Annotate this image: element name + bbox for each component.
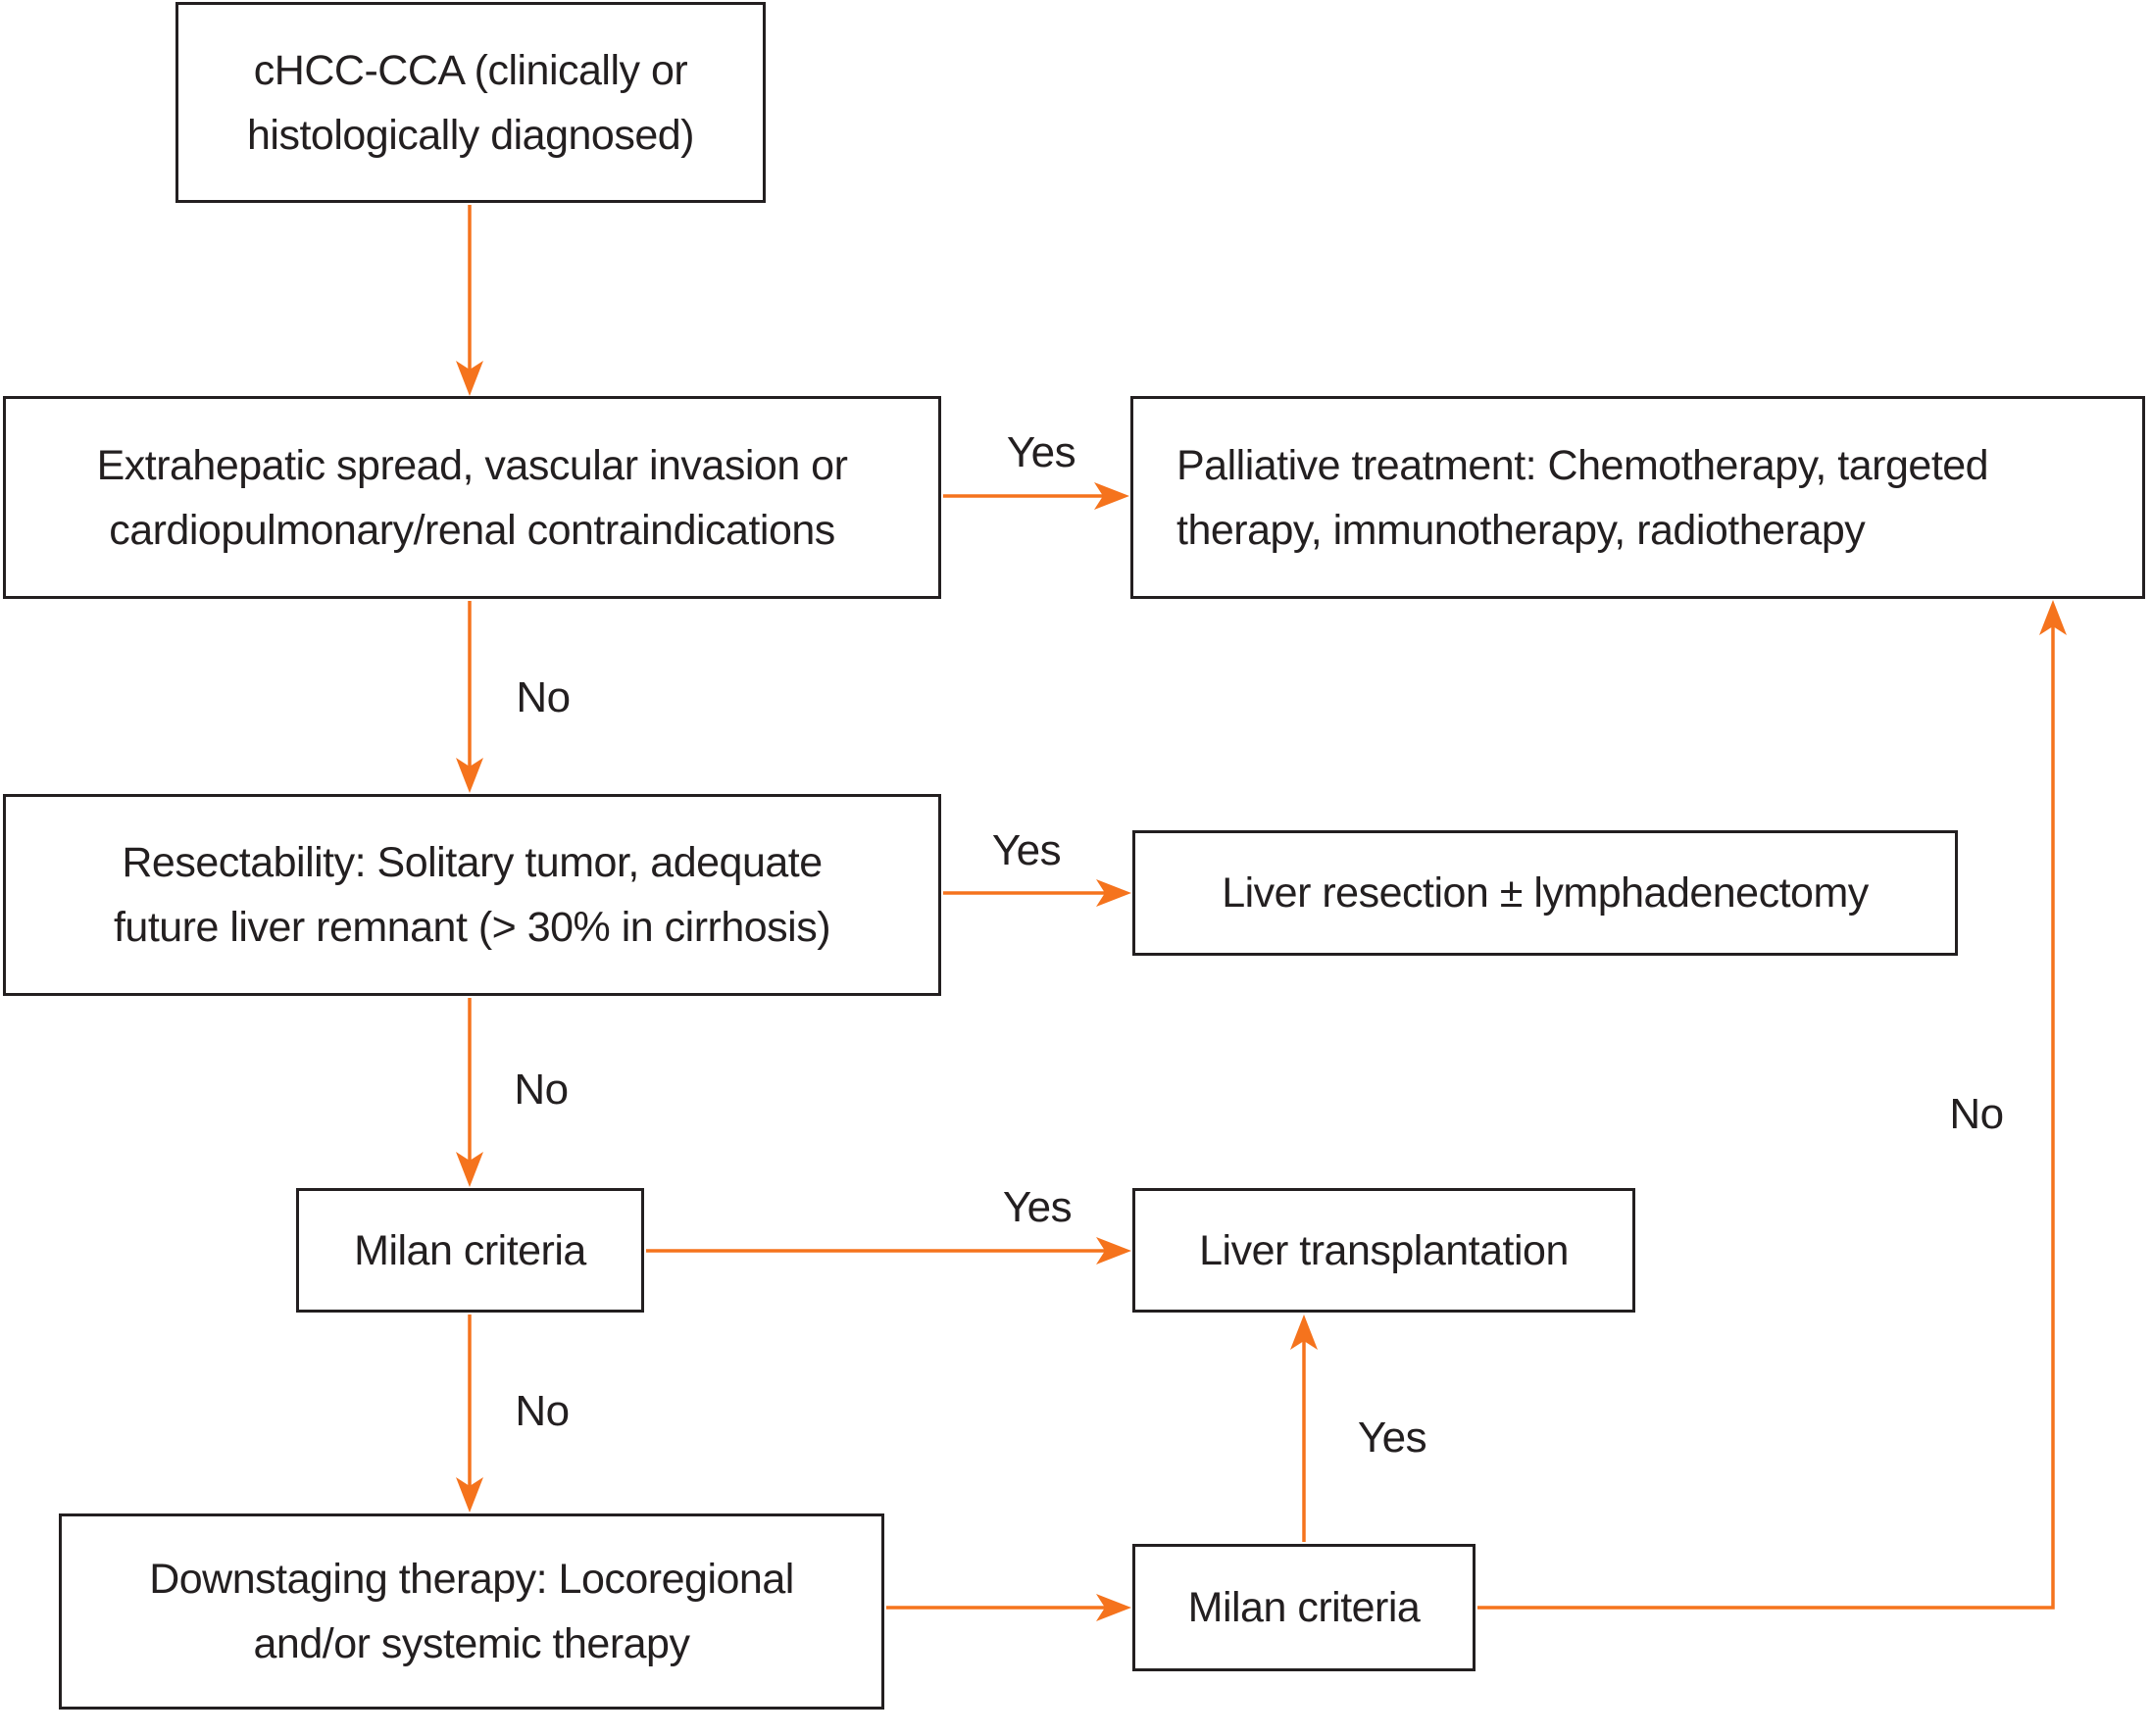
node-text-line: and/or systemic therapy (253, 1620, 690, 1667)
node-text-line: Milan criteria (354, 1226, 586, 1274)
node-resectability: Resectability: Solitary tumor, adequate … (3, 794, 941, 996)
edge-label-yes: Yes (1002, 1183, 1073, 1231)
edge-label-no: No (515, 1387, 570, 1435)
edge-label-yes: Yes (1006, 428, 1076, 476)
node-text-line: Liver resection ± lymphadenectomy (1222, 869, 1869, 917)
node-text-line: cardiopulmonary/renal contraindications (109, 506, 835, 554)
node-text-line: Palliative treatment: Chemotherapy, targ… (1176, 441, 1989, 489)
edge-label-yes: Yes (991, 826, 1062, 874)
node-liver-resection: Liver resection ± lymphadenectomy (1132, 830, 1958, 956)
node-text-line: Milan criteria (1187, 1584, 1421, 1631)
node-contraindications: Extrahepatic spread, vascular invasion o… (3, 396, 941, 599)
arrow-milan-lower-to-palliative (1477, 600, 2067, 1610)
edge-label-no: No (516, 673, 571, 721)
node-downstaging-therapy: Downstaging therapy: Locoregional and/or… (59, 1513, 884, 1710)
node-milan-criteria-lower: Milan criteria (1132, 1544, 1476, 1671)
edge-label-no: No (514, 1066, 569, 1114)
node-diagnosis: cHCC-CCA (clinically or histologically d… (175, 2, 766, 203)
node-text-line: future liver remnant (> 30% in cirrhosis… (113, 904, 831, 951)
node-text-line: cHCC-CCA (clinically or (253, 46, 688, 94)
node-text-line: Downstaging therapy: Locoregional (149, 1556, 794, 1603)
node-palliative-treatment: Palliative treatment: Chemotherapy, targ… (1130, 396, 2145, 599)
edge-label-yes: Yes (1357, 1414, 1427, 1462)
node-text-line: histologically diagnosed) (246, 111, 695, 159)
node-text-line: Liver transplantation (1199, 1226, 1569, 1274)
node-milan-criteria-upper: Milan criteria (296, 1188, 644, 1313)
edge-label-no: No (1949, 1090, 2004, 1138)
node-liver-transplantation: Liver transplantation (1132, 1188, 1635, 1313)
node-text-line: Resectability: Solitary tumor, adequate (122, 839, 823, 886)
node-text-line: therapy, immunotherapy, radiotherapy (1176, 506, 1866, 554)
node-text-line: Extrahepatic spread, vascular invasion o… (96, 441, 848, 489)
